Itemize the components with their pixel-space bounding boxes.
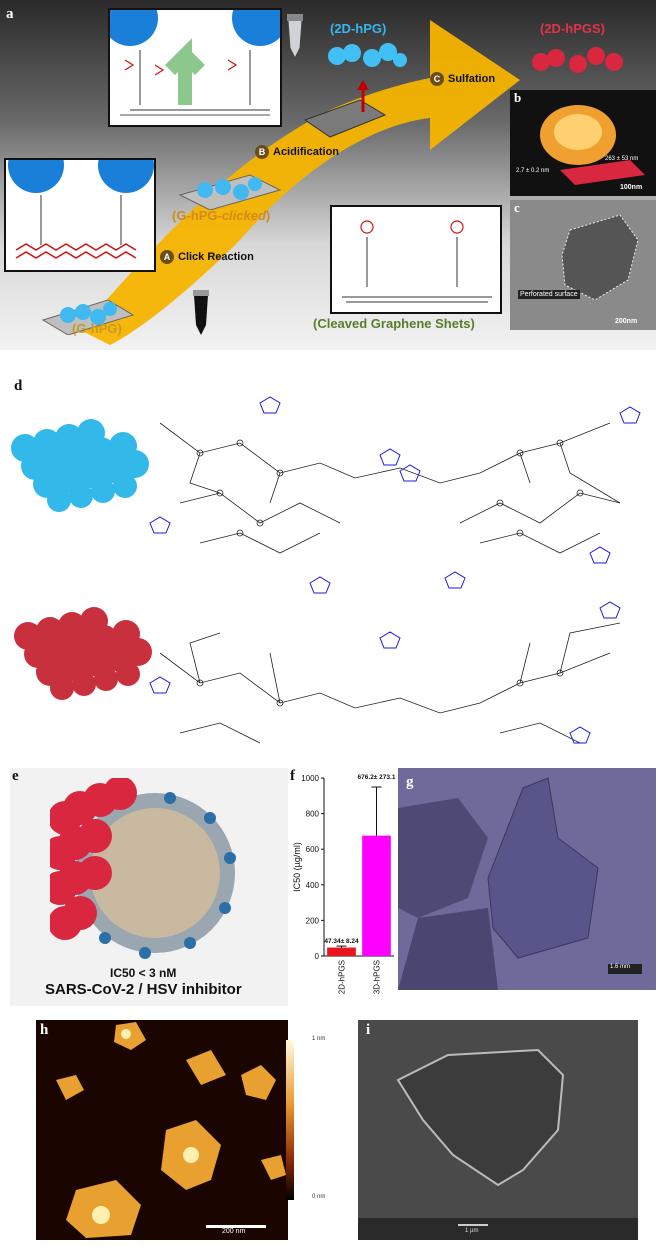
step-a-text: Click Reaction — [178, 251, 254, 263]
panel-h-scale: 200 nm — [222, 1228, 246, 1235]
panel-e-title: SARS-CoV-2 / HSV inhibitor — [45, 981, 242, 998]
x-tick-label: 2D-hPGS — [338, 960, 347, 994]
panel-c-letter: c — [514, 200, 520, 215]
panel-h-colorbar — [286, 1040, 294, 1200]
panel-h-letter: h — [40, 1022, 49, 1038]
step-b-badge: B — [255, 145, 269, 159]
panel-h-afm-image: h 200 nm — [36, 1020, 288, 1240]
panel-a-schematic: a — [0, 0, 656, 350]
polyglycerol-structures-drawing — [149, 396, 641, 744]
2d-hpg-label: (2D-hPG) — [330, 21, 387, 36]
afm-flake-drawing — [540, 105, 645, 185]
panel-d-letter: d — [14, 378, 23, 394]
panel-e-ic50: IC50 < 3 nM — [110, 966, 177, 980]
cleaved-graphene-label: (Cleaved Graphene Shets) — [313, 316, 475, 331]
ghpg-structure-drawing — [8, 137, 154, 259]
panel-g-optical-image: g 1.6 mm — [398, 768, 656, 990]
vial-icon — [193, 290, 209, 335]
panel-i-letter: i — [366, 1022, 371, 1038]
x-tick-label: 3D-hPGS — [373, 960, 382, 994]
clicked-structure-drawing — [102, 0, 288, 116]
panel-b-scale: 100nm — [620, 184, 643, 191]
ghpg-sheet — [41, 299, 135, 335]
data-label: 47.34± 8.24 — [324, 938, 359, 945]
2d-hpgs-sheets — [532, 47, 623, 73]
bar — [362, 835, 391, 956]
panel-c-tem-image: c Perforated surface 200nm — [510, 200, 656, 330]
hpgs-sheet-model — [14, 607, 152, 700]
sem-flake-drawing — [358, 1048, 638, 1240]
panel-i-sem-image: i 1 µm — [358, 1020, 638, 1240]
ghpg-clicked-sheet — [178, 174, 282, 210]
step-b-text: Acidification — [273, 146, 340, 158]
vial-icon — [287, 14, 303, 60]
bar — [327, 947, 356, 956]
panel-g-scale: 1.6 mm — [610, 964, 631, 970]
2d-hpg-sheets — [328, 43, 407, 67]
virus-drawing — [50, 778, 236, 959]
g-hpg-clicked-prefix: (G-hPG- — [172, 208, 222, 223]
panel-b-width: 263 ± 53 nm — [605, 156, 639, 162]
upward-red-arrow — [357, 80, 369, 112]
y-tick-label: 0 — [315, 952, 320, 961]
panel-e-virus-illustration: e IC50 < 3 nM SARS-CoV-2 / HSV inhibitor — [10, 768, 288, 1006]
panel-c-annotation: Perforated surface — [518, 290, 580, 299]
panel-b-afm-image: b 2.7 ± 0.2 nm 263 ± 53 nm 100nm — [510, 90, 656, 196]
panel-b-letter: b — [514, 90, 522, 105]
panel-g-letter: g — [406, 774, 414, 790]
colorbar-top-label: 1 nm — [312, 1036, 326, 1042]
2d-hpgs-label: (2D-hPGS) — [540, 21, 605, 36]
step-c-text: Sulfation — [448, 73, 496, 85]
colorbar-bottom-label: 0 nm — [312, 1194, 326, 1200]
afm-flakes-drawing — [56, 1022, 286, 1238]
panel-c-scale: 200nm — [615, 318, 638, 325]
cleaved-structure-drawing — [342, 220, 492, 303]
g-hpg-label: (G-hPG) — [72, 321, 122, 336]
step-c-badge: C — [430, 72, 444, 86]
hpg-sheet-model — [11, 419, 149, 512]
y-tick-label: 1000 — [301, 774, 319, 783]
panel-f-letter: f — [290, 768, 295, 784]
step-c-label: C Sulfation — [430, 72, 495, 86]
g-hpg-clicked-suffix: ) — [265, 208, 271, 223]
y-tick-label: 600 — [306, 845, 320, 854]
optical-flake-drawing — [398, 777, 642, 990]
y-tick-label: 200 — [306, 916, 320, 925]
inset-ghpg-structure — [4, 137, 156, 272]
y-tick-label: 400 — [306, 881, 320, 890]
inset-cleaved-structure — [330, 205, 502, 314]
tem-flake-drawing — [561, 214, 639, 301]
data-label: 676.2± 273.1 — [358, 774, 396, 781]
panel-a-letter: a — [6, 6, 14, 22]
step-b-label: B Acidification — [255, 145, 339, 159]
cleaved-graphene-sheet — [303, 99, 387, 138]
step-a-badge: A — [160, 250, 174, 264]
g-hpg-clicked-italic: clicked — [221, 208, 266, 223]
panel-b-thickness: 2.7 ± 0.2 nm — [516, 168, 550, 174]
panel-d-chemical-structures: d — [0, 378, 661, 758]
inset-clicked-structure — [102, 0, 288, 127]
panel-i-scale: 1 µm — [465, 1228, 479, 1234]
y-tick-label: 800 — [306, 810, 320, 819]
panel-e-letter: e — [12, 768, 19, 784]
step-a-label: A Click Reaction — [160, 250, 254, 264]
y-axis-label: IC50 (µg/ml) — [292, 842, 302, 892]
process-arrow — [80, 20, 520, 345]
g-hpg-clicked-label: (G-hPG-clicked) — [172, 208, 270, 223]
